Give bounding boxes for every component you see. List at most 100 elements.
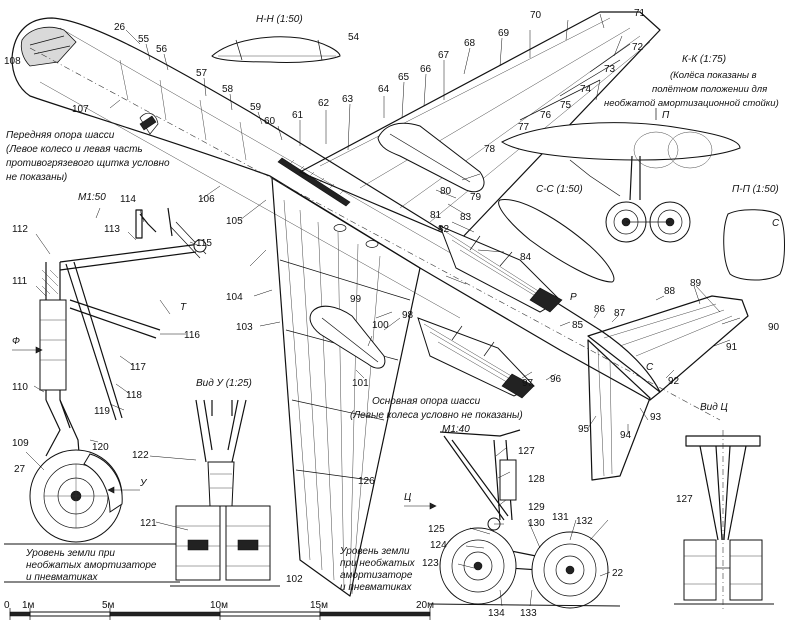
- callout-54: 54: [348, 32, 360, 43]
- callout-80: 80: [440, 186, 452, 197]
- callout-131: 131: [552, 512, 569, 523]
- rear-engines: [417, 225, 563, 399]
- callout-118: 118: [126, 390, 142, 401]
- nose-gear-caption-1: Передняя опора шасси: [6, 130, 115, 141]
- callout-116: 116: [184, 330, 200, 341]
- view-marker-ts: Ц: [404, 492, 411, 503]
- callout-99: 99: [350, 294, 362, 305]
- callout-69: 69: [498, 28, 510, 39]
- nose-gear-caption-3: противогрязевого щитка условно: [6, 158, 170, 169]
- callout-97: 97: [522, 378, 534, 389]
- callout-120: 120: [92, 442, 109, 453]
- view-marker-u: У: [139, 478, 148, 489]
- captions: Передняя опора шасси (Левое колесо и лев…: [6, 130, 523, 593]
- callout-83: 83: [460, 212, 472, 223]
- callout-93: 93: [650, 412, 662, 423]
- callout-86: 86: [594, 304, 606, 315]
- callout-128: 128: [528, 474, 545, 485]
- callout-64: 64: [378, 84, 390, 95]
- title-section-cc: С-С (1:50): [536, 184, 583, 195]
- callout-103: 103: [236, 322, 253, 333]
- callout-61: 61: [292, 110, 304, 121]
- section-cc: [498, 199, 615, 283]
- callout-26: 26: [114, 22, 126, 33]
- callout-124: 124: [430, 540, 447, 551]
- view-ts: [674, 435, 774, 605]
- leader-lines: [25, 13, 741, 607]
- callout-108: 108: [4, 56, 21, 67]
- callout-112: 112: [12, 224, 28, 235]
- title-section-hh: Н-Н (1:50): [256, 14, 303, 25]
- kk-note-line-1: (Колёса показаны в: [670, 70, 757, 81]
- main-gear-caption-1: Основная опора шасси: [372, 396, 481, 407]
- callout-105: 105: [226, 216, 243, 227]
- callout-121: 121: [140, 518, 157, 529]
- callout-62: 62: [318, 98, 330, 109]
- section-pp: [723, 209, 785, 281]
- callout-125: 125: [428, 524, 445, 535]
- view-marker-t: Т: [180, 302, 187, 313]
- scale-label-5m: 5м: [102, 600, 115, 611]
- callout-115: 115: [196, 238, 212, 249]
- view-marker-s-pp: С: [772, 218, 780, 229]
- callout-90: 90: [768, 322, 780, 333]
- scale-label-15m: 15м: [310, 600, 328, 611]
- kk-note-line-3: необжатой амортизационной стойки): [604, 98, 779, 109]
- ground-note-left-2: необжатых амортизаторе: [26, 559, 157, 571]
- lower-wing: [271, 177, 421, 597]
- callout-104: 104: [226, 292, 243, 303]
- callout-66: 66: [420, 64, 432, 75]
- ground-note-left-3: и пневматиках: [26, 572, 98, 583]
- callout-56: 56: [156, 44, 168, 55]
- callout-76: 76: [540, 110, 552, 121]
- scale-label-10m: 10м: [210, 600, 228, 611]
- callout-127: 127: [518, 446, 535, 457]
- ground-note-right-3: амортизаторе: [340, 570, 413, 581]
- callout-98: 98: [402, 310, 414, 321]
- tail-section: [587, 295, 749, 481]
- callout-78: 78: [484, 144, 496, 155]
- callout-84: 84: [520, 252, 532, 263]
- section-titles: Н-Н (1:50) К-К (1:75) (Колёса показаны в…: [196, 14, 779, 413]
- callout-107: 107: [72, 104, 89, 115]
- nose-gear-caption-2: (Левое колесо и левая часть: [6, 144, 143, 155]
- callout-27: 27: [14, 464, 26, 475]
- ground-note-right-4: и пневматиках: [340, 582, 412, 593]
- section-kk: [501, 108, 741, 243]
- callout-92: 92: [668, 376, 680, 387]
- view-markers: Ф Т У Ц П Р С С: [12, 110, 780, 510]
- callout-75: 75: [560, 100, 572, 111]
- callout-67: 67: [438, 50, 450, 61]
- title-section-kk: К-К (1:75): [682, 54, 726, 65]
- callout-58: 58: [222, 84, 234, 95]
- callout-114: 114: [120, 194, 136, 205]
- callout-22: 22: [612, 568, 624, 579]
- callout-111: 111: [12, 276, 28, 287]
- ground-note-right-2: при необжатых: [340, 557, 416, 569]
- view-u: [170, 399, 280, 587]
- callout-127-view-ts: 127: [676, 494, 693, 505]
- title-view-u: Вид У (1:25): [196, 378, 252, 389]
- callout-130: 130: [528, 518, 545, 529]
- callout-numbers: 26 55 56 57 58 59 60 61 62 63 64 65 66 6…: [4, 8, 780, 619]
- callout-102: 102: [286, 574, 303, 585]
- view-marker-p: П: [662, 110, 670, 121]
- view-marker-f: Ф: [12, 336, 20, 347]
- scale-label-1m: 1м: [22, 600, 35, 611]
- callout-81: 81: [430, 210, 442, 221]
- callout-82: 82: [438, 224, 450, 235]
- callout-57: 57: [196, 68, 208, 79]
- callout-134: 134: [488, 608, 505, 619]
- callout-89: 89: [690, 278, 702, 289]
- callout-55: 55: [138, 34, 150, 45]
- callout-100: 100: [372, 320, 389, 331]
- main-gear-scale: М1:40: [442, 424, 470, 435]
- callout-101: 101: [352, 378, 369, 389]
- callout-71: 71: [634, 8, 646, 19]
- callout-96: 96: [550, 374, 562, 385]
- title-view-ts: Вид Ц: [700, 402, 728, 413]
- callout-117: 117: [130, 362, 146, 373]
- scale-label-20m: 20м: [416, 600, 434, 611]
- ground-note-left-1: Уровень земли при: [25, 548, 115, 559]
- nose-gear-scale: М1:50: [78, 192, 106, 203]
